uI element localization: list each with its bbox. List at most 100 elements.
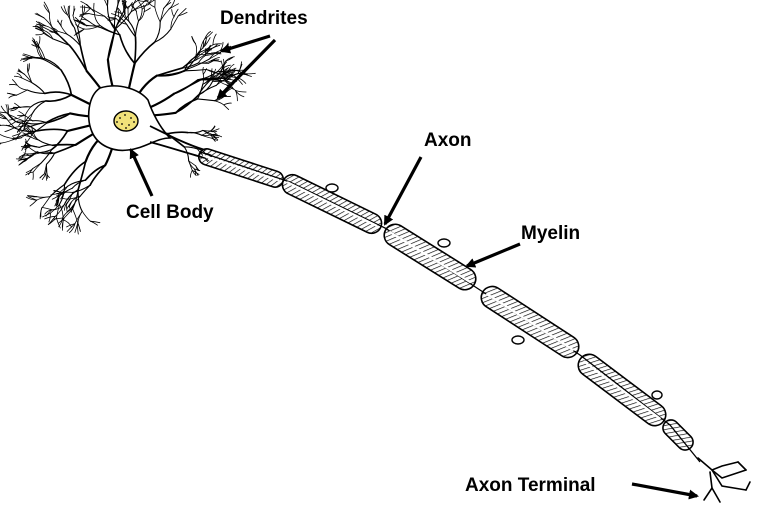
dendrite-branch xyxy=(66,223,76,232)
dendrite-branch xyxy=(122,2,125,11)
dendrite-branch xyxy=(171,9,175,18)
dendrite-branch xyxy=(227,73,238,80)
dendrite-branch xyxy=(45,152,56,165)
dendrite-branch xyxy=(60,69,73,96)
dendrite-branch xyxy=(89,8,105,17)
dendrite-branch xyxy=(56,217,61,229)
dendrite-branch xyxy=(41,207,53,211)
dendrite-branch xyxy=(83,25,101,30)
dendrite-branch xyxy=(60,25,68,35)
dendrite-branch xyxy=(93,11,101,26)
dendrite-branch xyxy=(9,84,18,86)
dendrite-branch xyxy=(115,18,127,25)
dendrite-branch xyxy=(177,8,187,17)
dendrite-branch xyxy=(55,204,65,217)
dendrite-branch xyxy=(194,168,201,171)
dendrite-branch xyxy=(19,106,32,108)
axon-label: Axon xyxy=(424,130,472,151)
dendrite-branch xyxy=(202,73,205,85)
axon-hillock xyxy=(149,125,206,151)
dendrite-branch xyxy=(115,11,132,30)
dendrite-branch xyxy=(36,196,51,201)
dendrite-branch xyxy=(0,114,8,120)
dendrite-branch xyxy=(81,210,91,222)
dendrite-branch xyxy=(18,157,28,159)
dendrite-branch xyxy=(107,28,116,61)
dendrite-branch xyxy=(173,78,203,95)
dendrite-branch xyxy=(29,199,38,207)
dendrites-arrow-2 xyxy=(216,38,277,100)
dendrite-branch xyxy=(144,0,149,2)
dendrite-branch xyxy=(117,7,123,15)
dendrite-branch xyxy=(15,133,21,141)
dendrite-branch xyxy=(196,98,216,102)
axon-terminal-label: Axon Terminal xyxy=(465,475,596,496)
dendrite-branch xyxy=(79,184,91,197)
dendrite-branch xyxy=(27,71,33,83)
dendrite-branch xyxy=(68,44,88,72)
dendrite-branch xyxy=(46,112,72,124)
dendrite-branch xyxy=(58,217,63,228)
dendrite-branch xyxy=(31,39,38,49)
dendrite-branch xyxy=(23,56,33,60)
dendrite-branch xyxy=(181,62,199,69)
dendrite-branch xyxy=(21,157,29,160)
dendrite-branch xyxy=(168,0,176,10)
dendrite-branch xyxy=(212,72,222,82)
dendrite-branch xyxy=(34,13,45,19)
dendrite-branch xyxy=(18,110,25,116)
dendrite-branch xyxy=(14,75,23,79)
dendrite-branch xyxy=(0,142,2,145)
dendrite-branch xyxy=(134,20,140,38)
dendrite-branch xyxy=(8,114,18,119)
dendrite-branch xyxy=(51,195,60,200)
dendrite-branch xyxy=(225,57,233,62)
dendrite-branch xyxy=(51,143,77,147)
dendrite-branch xyxy=(138,1,143,10)
dendrite-branch xyxy=(197,52,212,55)
dendrite-branch xyxy=(0,138,15,144)
dendrite-branch xyxy=(32,122,48,134)
dendrite-branch xyxy=(8,118,18,121)
dendrite-branch xyxy=(44,209,53,215)
dendrite-branch xyxy=(154,6,161,23)
dendrite-branch xyxy=(118,16,127,25)
dendrite-branch xyxy=(12,137,22,141)
myelin-arrow xyxy=(465,242,521,268)
dendrite-branch xyxy=(27,152,37,159)
dendrite-branch xyxy=(204,31,211,40)
dendrite-branch xyxy=(127,8,130,22)
dendrite-branch xyxy=(51,27,58,32)
dendrite-branch xyxy=(27,195,38,198)
dendrite-branch xyxy=(153,28,172,43)
nucleus-stipple xyxy=(116,114,135,129)
dendrite-branch xyxy=(237,61,242,74)
dendrite-branch xyxy=(212,134,222,138)
dendrite-branch xyxy=(73,27,81,47)
dendrite-branch xyxy=(39,47,46,60)
dendrite-branch xyxy=(49,215,56,224)
dendrite-branch xyxy=(32,26,44,28)
dendrite-branch xyxy=(8,94,17,99)
dendrite-branch xyxy=(191,170,197,176)
dendrite-branch xyxy=(188,160,197,167)
dendrite-branch xyxy=(0,133,15,140)
dendrite-branch xyxy=(0,116,8,120)
dendrite-branch xyxy=(72,5,75,17)
dendrite-branch xyxy=(208,59,216,64)
dendrite-branch xyxy=(127,2,133,9)
dendrite-branch xyxy=(35,128,69,132)
dendrite-branch xyxy=(0,105,8,114)
dendrite-branch xyxy=(190,170,193,178)
dendrite-branch xyxy=(181,53,199,69)
dendrite-branch xyxy=(35,27,43,32)
dendrites-label: Dendrites xyxy=(220,8,308,29)
dendrite-branch xyxy=(63,160,87,186)
dendrite-branch xyxy=(20,153,26,160)
dendrite-branch xyxy=(0,124,1,126)
dendrite-branch xyxy=(55,32,71,46)
schwann-nuclei xyxy=(325,183,663,400)
dendrite-branch xyxy=(55,193,60,202)
cell-body-label: Cell Body xyxy=(126,202,214,223)
dendrite-branch xyxy=(204,31,213,40)
